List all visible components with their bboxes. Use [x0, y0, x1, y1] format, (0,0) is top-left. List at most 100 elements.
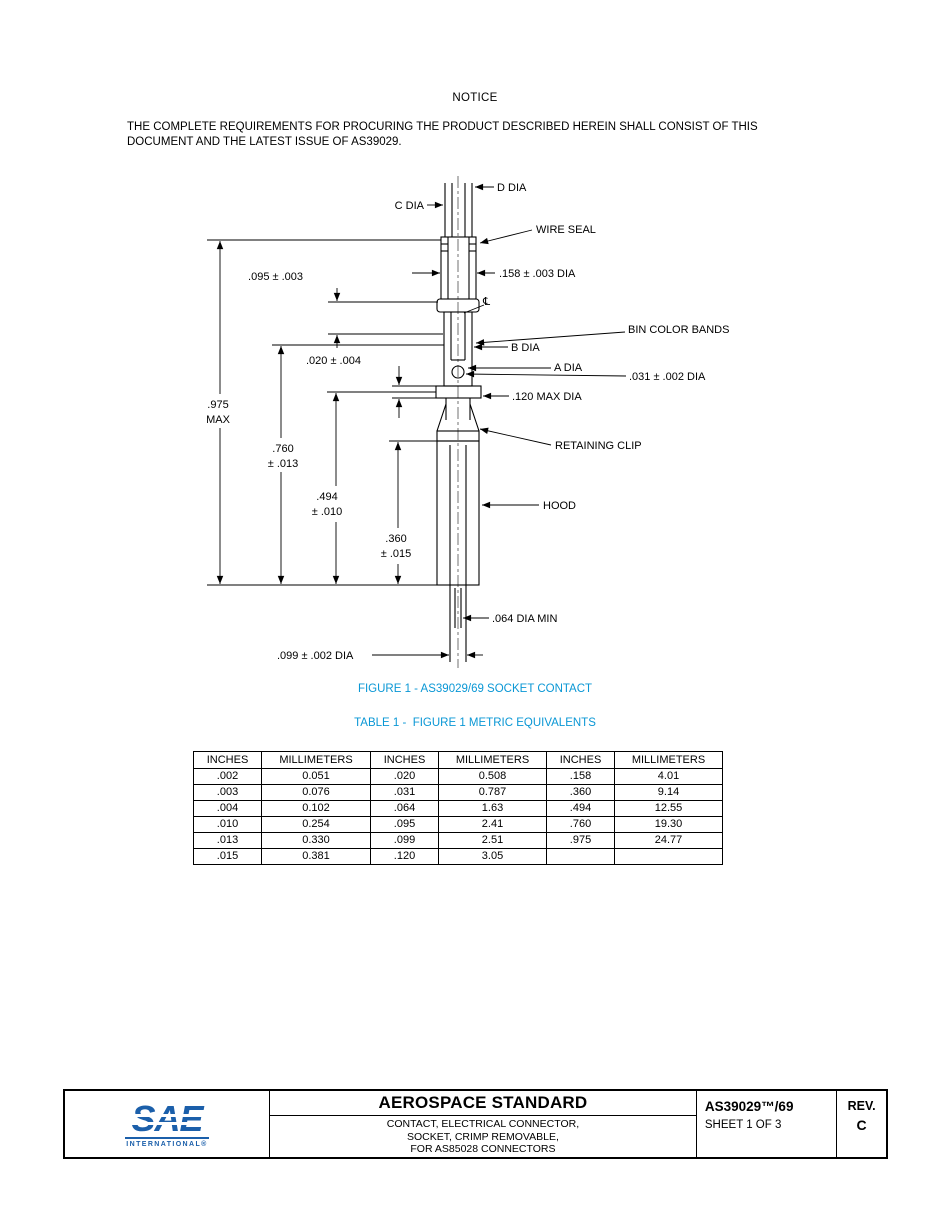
- dim-095-label: .095 ± .003: [248, 271, 303, 283]
- column-header-inches-3: INCHES: [546, 751, 615, 769]
- sae-logo-text: SAE: [131, 1097, 203, 1139]
- table-cell: 0.381: [261, 848, 371, 865]
- hood-body: [436, 440, 480, 586]
- table-caption: TABLE 1 - FIGURE 1 METRIC EQUIVALENTS: [354, 717, 596, 729]
- table-cell: .158: [546, 768, 615, 785]
- metric-equivalents-table: INCHES MILLIMETERS INCHES MILLIMETERS IN…: [193, 751, 723, 865]
- table-cell: 0.508: [438, 768, 547, 785]
- table-cell: .003: [193, 784, 262, 801]
- retaining-clip-label: RETAINING CLIP: [555, 440, 642, 452]
- table-cell: 0.051: [261, 768, 371, 785]
- d-dia-label: D DIA: [497, 182, 527, 194]
- dim-031-label: .031 ± .002 DIA: [629, 371, 706, 383]
- table-cell: 19.30: [614, 816, 723, 833]
- sheet-number: SHEET 1 OF 3: [704, 1119, 782, 1131]
- shoulder-flange: [435, 385, 482, 399]
- c-dia-label: C DIA: [395, 200, 425, 212]
- table-cell: .494: [546, 800, 615, 817]
- b-dia-label: B DIA: [511, 342, 540, 354]
- table-cell: 9.14: [614, 784, 723, 801]
- table-cell: 4.01: [614, 768, 723, 785]
- table-cell: .010: [193, 816, 262, 833]
- title-block-docinfo: AS39029™/69 SHEET 1 OF 3: [697, 1091, 836, 1157]
- dim-494-label-line1: .494: [316, 491, 337, 503]
- table-cell: 0.102: [261, 800, 371, 817]
- column-header-millimeters-3: MILLIMETERS: [614, 751, 723, 769]
- dim-760-label-line1: .760: [272, 443, 293, 455]
- sae-logo-mark: SAE INTERNATIONAL®: [124, 1097, 210, 1148]
- dim-975-label-line2: MAX: [206, 414, 231, 426]
- dim-099-label: .099 ± .002 DIA: [277, 650, 354, 662]
- table-cell: 0.787: [438, 784, 547, 801]
- table-cell: 0.254: [261, 816, 371, 833]
- extension-lines-group: [207, 239, 485, 586]
- bin-color-bands-label: BIN COLOR BANDS: [628, 324, 729, 336]
- notice-body: THE COMPLETE REQUIREMENTS FOR PROCURING …: [127, 121, 758, 148]
- table-cell: .015: [193, 848, 262, 865]
- wire-seal-body: [440, 236, 477, 300]
- dim-120-label: .120 MAX DIA: [512, 391, 582, 403]
- revision-value: C: [856, 1117, 867, 1133]
- table-cell: .004: [193, 800, 262, 817]
- table-cell: .002: [193, 768, 262, 785]
- table-cell: .760: [546, 816, 615, 833]
- dimension-lines-group: [216, 183, 627, 659]
- socket-contact-figure: D DIA C DIA WIRE SEAL .095 ± .003 .158 ±…: [206, 176, 729, 668]
- dim-360-label-line1: .360: [385, 533, 406, 545]
- document-number: AS39029™/69: [704, 1099, 794, 1114]
- table-cell: .064: [370, 800, 439, 817]
- dim-760-label-line2: ± .013: [268, 458, 299, 470]
- table-cell: 3.05: [438, 848, 547, 865]
- table-cell: 1.63: [438, 800, 547, 817]
- table-cell: 2.41: [438, 816, 547, 833]
- title-block: SAE INTERNATIONAL® AEROSPACE STANDARD CO…: [63, 1089, 888, 1159]
- table-cell: .095: [370, 816, 439, 833]
- table-cell: .031: [370, 784, 439, 801]
- table-cell: 0.330: [261, 832, 371, 849]
- title-block-revision: REV. C: [836, 1091, 886, 1157]
- figure-caption: FIGURE 1 - AS39029/69 SOCKET CONTACT: [357, 683, 593, 695]
- table-header-row: INCHES MILLIMETERS INCHES MILLIMETERS IN…: [193, 751, 723, 769]
- table-cell: [614, 848, 723, 865]
- logo-stripe: [124, 1113, 210, 1117]
- dim-360-label-line2: ± .015: [381, 548, 412, 560]
- wire-seal-label: WIRE SEAL: [536, 224, 596, 236]
- dim-494-label-line2: ± .010: [312, 506, 343, 518]
- column-header-millimeters-2: MILLIMETERS: [438, 751, 547, 769]
- sae-logo-subtext: INTERNATIONAL®: [126, 1140, 208, 1148]
- column-header-inches-1: INCHES: [193, 751, 262, 769]
- document-title: CONTACT, ELECTRICAL CONNECTOR, SOCKET, C…: [270, 1116, 696, 1156]
- logo-stripe: [124, 1121, 210, 1125]
- table-cell: .120: [370, 848, 439, 865]
- table-cell: 0.076: [261, 784, 371, 801]
- revision-label: REV.: [847, 1099, 876, 1113]
- a-dia-label: A DIA: [554, 362, 583, 374]
- logo-rule: [125, 1136, 209, 1139]
- inspection-hole: [451, 365, 465, 379]
- dim-158-label: .158 ± .003 DIA: [499, 268, 576, 280]
- document-title-line-3: FOR AS85028 CONNECTORS: [410, 1143, 556, 1155]
- table-cell: 2.51: [438, 832, 547, 849]
- document-title-line-2: SOCKET, CRIMP REMOVABLE,: [406, 1130, 559, 1143]
- table-cell: .975: [546, 832, 615, 849]
- centerline-symbol: ℄: [482, 296, 490, 308]
- dim-064-label: .064 DIA MIN: [492, 613, 557, 625]
- contact-outline-group: [435, 183, 482, 662]
- notice-title: NOTICE: [452, 92, 498, 104]
- hood-label: HOOD: [543, 500, 576, 512]
- dim-975-label-line1: .975: [207, 399, 228, 411]
- table-cell: 24.77: [614, 832, 723, 849]
- dim-020-label: .020 ± .004: [306, 355, 361, 367]
- table-cell: .020: [370, 768, 439, 785]
- standard-type-title: AEROSPACE STANDARD: [270, 1091, 696, 1116]
- table-cell: .013: [193, 832, 262, 849]
- table-cell: [546, 848, 615, 865]
- table-cell: .099: [370, 832, 439, 849]
